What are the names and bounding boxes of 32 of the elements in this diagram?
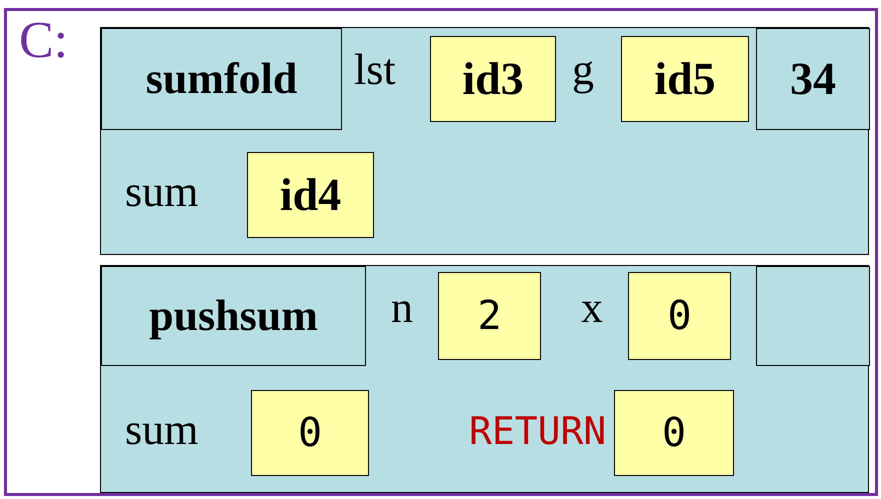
value-box <box>614 390 734 476</box>
value-box <box>430 36 556 122</box>
value-text: 0 <box>662 413 686 453</box>
value-box <box>247 152 374 238</box>
function-name: pushsum <box>149 294 318 338</box>
stack-label: C: <box>19 15 68 67</box>
value-box <box>251 390 369 476</box>
function-name: sumfold <box>146 57 298 101</box>
value-text: 0 <box>298 413 322 453</box>
value-text: id4 <box>280 172 342 218</box>
stack-panel <box>4 8 878 496</box>
value-box <box>621 36 749 122</box>
variable-name: sum <box>125 170 198 214</box>
call-frame <box>100 265 869 493</box>
value-box <box>628 272 731 360</box>
variable-name: n <box>391 286 413 330</box>
counter-box <box>756 28 870 130</box>
frame-header <box>101 28 342 130</box>
value-text: 2 <box>477 296 502 336</box>
value-text: 34 <box>790 56 836 102</box>
value-text: 0 <box>667 296 692 336</box>
value-text: id3 <box>462 56 524 102</box>
variable-name: g <box>572 48 594 92</box>
variable-name: RETURN <box>469 412 606 450</box>
value-box <box>438 272 541 360</box>
variable-name: x <box>581 286 603 330</box>
call-frame <box>100 27 869 255</box>
variable-name: lst <box>354 48 396 92</box>
counter-box <box>756 266 870 366</box>
variable-name: sum <box>125 408 198 452</box>
frame-header <box>101 266 366 366</box>
value-text: id5 <box>654 56 716 102</box>
